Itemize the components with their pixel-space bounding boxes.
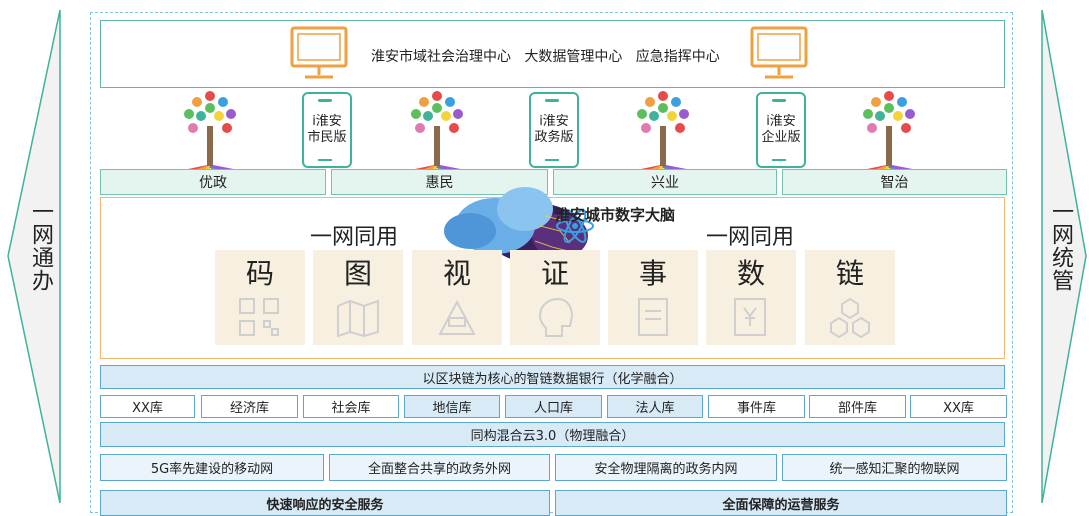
net-title-right: 一网同用 [706,225,795,250]
map-icon [337,299,379,338]
tile-label: 码 [245,257,274,290]
centers-text: 淮安市域社会治理中心 大数据管理中心 应急指挥中心 [371,49,720,65]
right-arrow [1041,9,1087,504]
document-icon [638,298,668,336]
tile-label: 事 [638,257,667,290]
db-economy: 经济库 [201,395,298,418]
net-mobile-5g: 5G率先建设的移动网 [100,454,324,481]
currency-icon [734,298,766,336]
data-bank-row: 以区块链为核心的智链数据银行（化学融合） [100,365,1005,389]
service-security: 快速响应的安全服务 [100,490,550,516]
service-operations: 全面保障的运营服务 [555,490,1007,516]
right-side-label: 一网统管 [1048,200,1073,292]
hybrid-cloud-row: 同构混合云3.0（物理融合） [100,422,1005,447]
phone-line1: i淮安 [312,114,342,129]
tile-label: 证 [540,257,569,290]
command-centers-bar: 淮安市域社会治理中心 大数据管理中心 应急指挥中心 [100,20,1005,88]
db-legal-person: 法人库 [607,395,703,418]
tile-label: 数 [736,257,765,290]
tile-label: 视 [442,257,471,290]
db-geo: 地信库 [404,395,500,418]
monitor-icon [290,26,348,79]
app-tree-icon [407,91,469,172]
net-title-left: 一网同用 [310,225,399,250]
category-xingye: 兴业 [553,169,777,195]
phone-line1: i淮安 [539,114,569,129]
db-society: 社会库 [303,395,399,418]
db-event: 事件库 [708,395,805,418]
camera-icon [438,299,476,335]
mobile-app-citizen: i淮安 市民版 [302,92,352,168]
category-zhizhi: 智治 [782,169,1007,195]
tile-affair: 事 [608,250,698,345]
db-component: 部件库 [809,395,906,418]
phone-line2: 政务版 [534,130,574,145]
tile-code: 码 [215,250,305,345]
cloud-brain-icon [444,187,594,263]
certificate-icon [538,297,574,337]
db-population: 人口库 [505,395,602,418]
tile-label: 图 [343,257,372,290]
tile-label: 链 [835,257,864,290]
left-arrow [7,9,61,504]
app-tree-icon [633,91,695,172]
qr-code-icon [239,298,279,336]
db-xx-2: XX库 [910,395,1007,418]
tile-certificate: 证 [510,250,600,345]
phone-line2: 企业版 [761,130,801,145]
db-xx-1: XX库 [100,395,195,418]
blockchain-icon [830,297,870,338]
app-tree-icon [859,91,921,172]
tile-map: 图 [313,250,403,345]
phone-line1: i淮安 [766,114,796,129]
mobile-app-enterprise: i淮安 企业版 [756,92,806,168]
phone-line2: 市民版 [307,130,347,145]
net-extranet: 全面整合共享的政务外网 [329,454,550,481]
tile-chain: 链 [805,250,895,345]
net-intranet: 安全物理隔离的政务内网 [555,454,777,481]
net-iot: 统一感知汇聚的物联网 [782,454,1007,481]
mobile-app-government: i淮安 政务版 [529,92,579,168]
left-side-label: 一网通办 [28,200,53,292]
tile-data: 数 [706,250,796,345]
app-tree-icon [180,91,242,172]
category-youzheng: 优政 [100,169,326,195]
city-brain-label: 淮安城市数字大脑 [555,206,676,224]
tile-video: 视 [412,250,502,345]
monitor-icon [750,26,808,79]
